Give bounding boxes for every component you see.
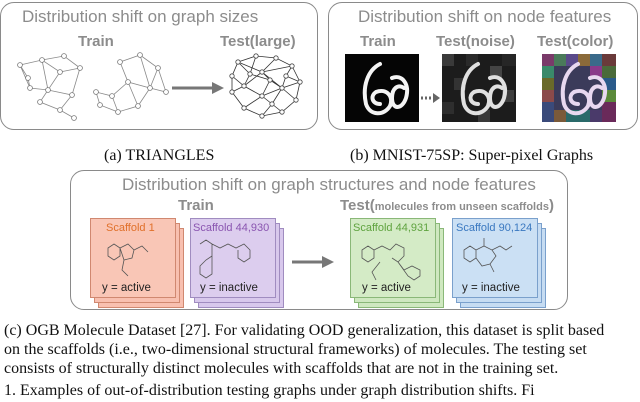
card-2-scaffold: Scaffold 44,930 [193,222,270,234]
panel-c-arrow [292,256,334,268]
panel-a-frame [0,2,318,130]
card-1-label: y = active [102,282,151,294]
panel-a-arrow [172,82,224,94]
panel-c-test-label-small: molecules from unseen scaffolds [374,201,549,213]
mnist-noise-image [442,54,516,122]
panel-c-frame [70,170,568,310]
card-1 [90,218,176,298]
molecule-4 [463,238,513,273]
panel-a-train-label: Train [78,33,114,50]
mnist-train-image [345,54,419,122]
card-4-label: y = inactive [462,282,520,294]
card-3-scaffold: Scaffold 44,931 [353,222,430,234]
panel-c-title: Distribution shift on graph structures a… [122,175,536,194]
caption-c-line-3: consists of structurally distinct molecu… [4,360,559,377]
molecule-3 [361,243,421,281]
panel-b-dotted-arrow [421,93,440,103]
card-2 [190,218,276,298]
panel-c-train-label: Train [178,197,214,214]
molecule-2 [199,239,251,279]
caption-c-line-1: (c) OGB Molecule Dataset [27]. For valid… [4,322,605,339]
card-4-scaffold: Scaffold 90,124 [456,222,533,234]
mnist-color-image [542,54,616,122]
panel-c-test-label-close: ) [548,197,554,214]
molecule-1 [107,243,149,277]
card-1-scaffold: Scaffold 1 [106,222,155,234]
train-graph-2-nodes [93,52,169,115]
panel-b-test-color-label: Test(color) [537,33,614,50]
panel-c-test-label-main: Test( [340,197,375,214]
panel-b-train-label: Train [360,33,396,50]
caption-c-line-2: on the scaffolds (i.e., two-dimensional … [4,341,587,358]
panel-b-frame [328,2,638,130]
train-graph-1-nodes [17,53,83,121]
panel-b-test-noise-label: Test(noise) [436,33,515,50]
card-3 [350,218,436,298]
panel-a-title: Distribution shift on graph sizes [22,7,259,26]
figure-caption-fragment: 1. Examples of out-of-distribution testi… [4,382,535,399]
card-2-label: y = inactive [200,282,258,294]
test-large-graph-nodes [229,53,303,119]
panel-c-test-label: Test(molecules from unseen scaffolds) [340,197,554,214]
card-3-label: y = active [362,282,411,294]
card-4 [452,218,538,298]
panel-b-title: Distribution shift on node features [358,7,612,26]
panel-b-caption: (b) MNIST-75SP: Super-pixel Graphs [350,147,594,164]
panel-a-caption: (a) TRIANGLES [104,147,215,164]
panel-a-test-label: Test(large) [220,33,296,50]
